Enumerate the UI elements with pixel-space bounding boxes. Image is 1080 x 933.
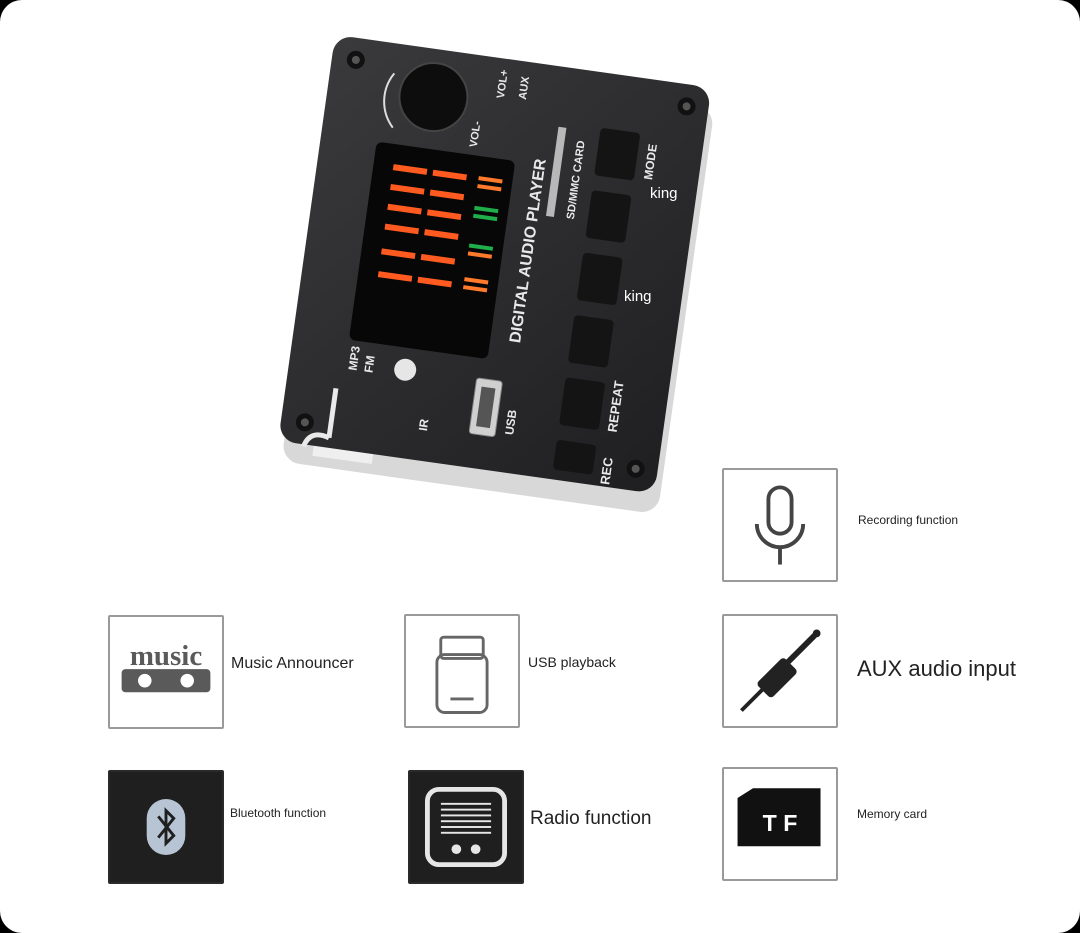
feature-music-label: Music Announcer [231,655,354,672]
mode-label: MODE [641,143,660,181]
feature-aux-tile [722,614,838,728]
audio-player-board: VOL- VOL+ AUX SD/MMC CARD DIGITAL AUDIO … [280,37,713,512]
watermark-2: king [624,288,652,305]
feature-bluetooth-label: Bluetooth function [230,806,327,820]
spectrum-bars [462,176,503,293]
feature-music-tile: music [108,615,224,729]
mp3-label: MP3 [346,345,363,372]
feature-memory-card-tile: T F [722,767,838,881]
microphone-icon [754,485,806,565]
radio-icon [424,786,508,868]
music-note-icon [301,387,339,448]
feature-recording-tile [722,468,838,582]
usb-icon [435,635,489,714]
volume-knob[interactable] [395,59,472,136]
feature-usb-tile [404,614,520,728]
feature-radio-label: Radio function [530,808,652,829]
usb-label: USB [502,408,519,435]
feature-radio-tile [408,770,524,884]
feature-bluetooth-tile [108,770,224,884]
next-button[interactable] [585,190,632,243]
feature-recording-label: Recording function [858,513,959,527]
feature-aux-label: AUX audio input [857,656,1016,681]
aux-label: AUX [517,75,532,100]
prev-button[interactable] [568,315,614,368]
ir-label: IR [416,418,432,432]
repeat-label: REPEAT [605,380,627,433]
led-display [349,142,515,359]
rec-button[interactable] [553,440,597,475]
vol-plus-label: VOL+ [495,69,511,99]
mode-button[interactable] [594,128,640,181]
repeat-button[interactable] [559,377,605,430]
svg-text:music: music [130,640,202,672]
rec-label: REC [597,456,616,486]
aux-plug-icon [740,629,821,712]
tf-card-icon: T F [737,788,821,847]
watermark-1: king [650,185,678,202]
feature-memory-card-label: Memory card [857,807,928,821]
bluetooth-icon [146,799,186,855]
play-button[interactable] [577,252,623,305]
control-buttons[interactable] [553,128,641,475]
sd-card-slot[interactable] [545,126,567,217]
vol-minus-label: VOL- [468,120,484,148]
fm-label: FM [361,355,377,374]
music-icon: music [121,640,211,693]
display-digits [377,164,467,288]
bluetooth-badge-icon [394,358,417,381]
feature-usb-label: USB playback [528,654,616,670]
svg-text:T F: T F [763,810,798,836]
